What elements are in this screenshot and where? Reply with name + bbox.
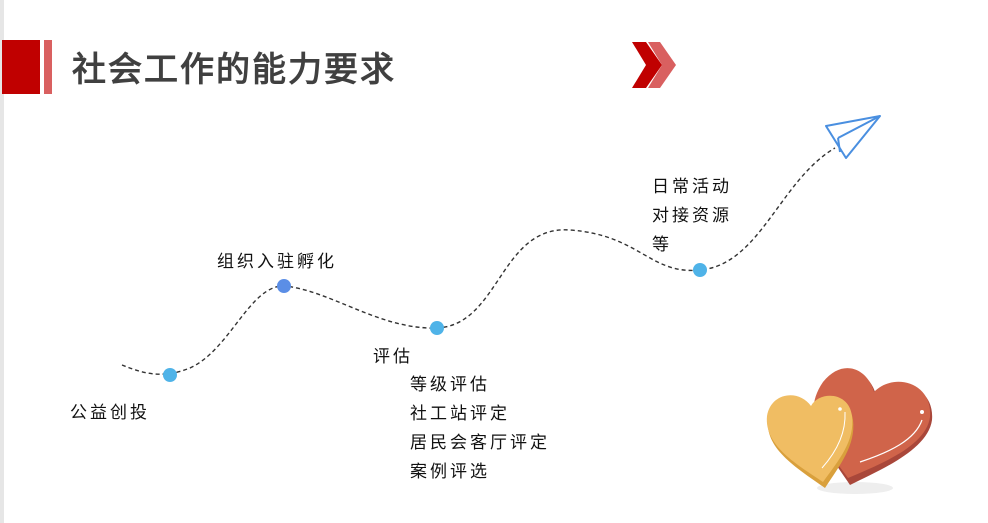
evaluation-item: 等级评估 — [410, 375, 490, 395]
milestone-label-daily: 日常活动 对接资源 等 — [652, 173, 732, 260]
milestone-label-evaluation: 评估 — [373, 347, 413, 367]
evaluation-item: 案例评选 — [410, 462, 490, 482]
milestone-dot — [163, 368, 177, 382]
evaluation-list: 等级评估 社工站评定 居民会客厅评定 案例评选 — [410, 371, 550, 487]
daily-line: 等 — [652, 235, 672, 255]
daily-line: 日常活动 — [652, 177, 732, 197]
left-edge — [0, 0, 4, 523]
milestone-dot — [693, 263, 707, 277]
paper-plane-icon — [825, 115, 881, 159]
evaluation-item: 居民会客厅评定 — [410, 433, 550, 453]
evaluation-item: 社工站评定 — [410, 404, 510, 424]
page-title: 社会工作的能力要求 — [72, 50, 396, 90]
hearts-illustration — [766, 368, 933, 494]
milestone-label-venture: 公益创投 — [70, 403, 150, 423]
title-accent-block — [2, 40, 40, 94]
milestone-dot — [430, 321, 444, 335]
timeline-curve — [121, 147, 836, 375]
daily-line: 对接资源 — [652, 206, 732, 226]
milestone-label-incubation: 组织入驻孵化 — [217, 252, 337, 272]
title-accent-stripe — [44, 40, 52, 94]
milestone-dot — [277, 279, 291, 293]
double-chevron-icon — [632, 42, 676, 88]
